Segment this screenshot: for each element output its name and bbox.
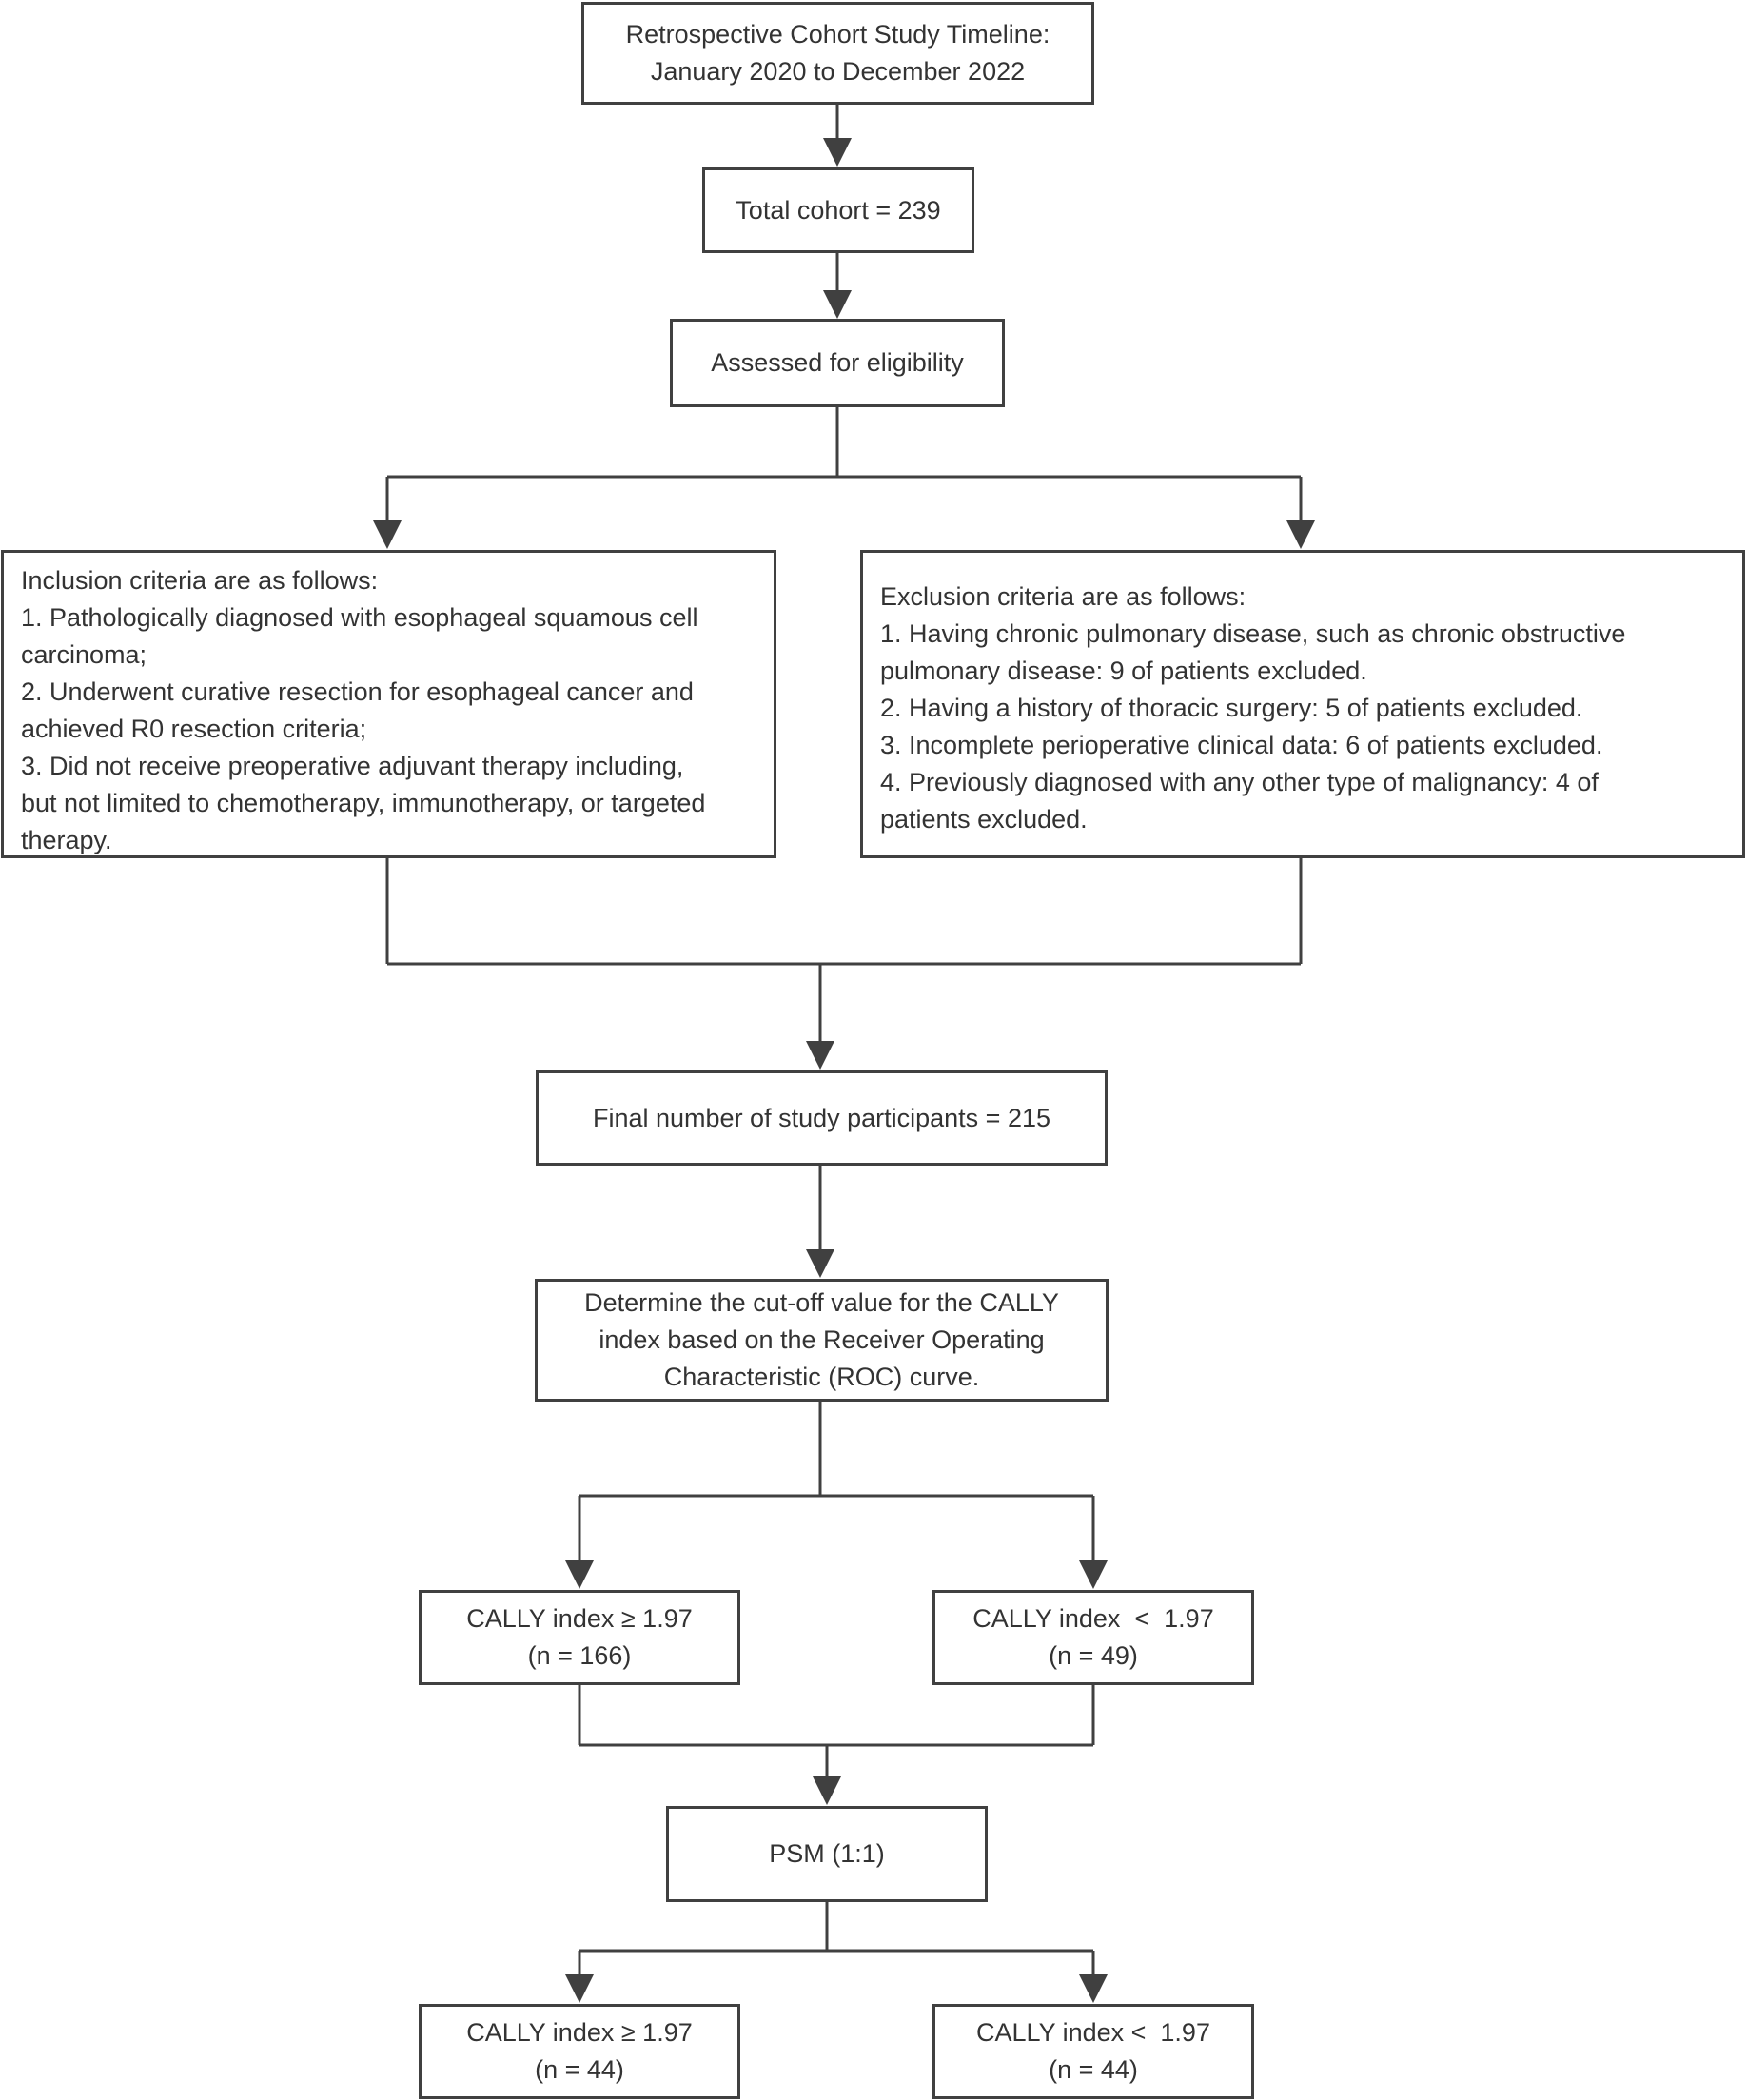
psm-box: PSM (1:1) (666, 1806, 988, 1902)
exclusion-line: 4. Previously diagnosed with any other t… (880, 768, 1599, 796)
eligibility-box: Assessed for eligibility (670, 319, 1005, 407)
cally-low-count: (n = 49) (1049, 1641, 1138, 1670)
cutoff-box: Determine the cut-off value for the CALL… (535, 1279, 1109, 1402)
cutoff-line: index based on the Receiver Operating (599, 1325, 1045, 1354)
inclusion-line: therapy. (21, 826, 112, 854)
exclusion-line: Exclusion criteria are as follows: (880, 582, 1246, 611)
matched-cally-high-box: CALLY index ≥ 1.97 (n = 44) (419, 2004, 740, 2099)
matched-cally-low-count: (n = 44) (1049, 2055, 1138, 2084)
cutoff-line: Determine the cut-off value for the CALL… (584, 1288, 1059, 1317)
psm-text: PSM (1:1) (769, 1839, 885, 1868)
matched-cally-high-label: CALLY index ≥ 1.97 (466, 2018, 693, 2047)
cally-low-label: CALLY index < 1.97 (972, 1604, 1214, 1633)
total-cohort-text: Total cohort = 239 (736, 195, 941, 225)
inclusion-line: carcinoma; (21, 640, 147, 669)
eligibility-text: Assessed for eligibility (711, 348, 964, 377)
cally-low-box: CALLY index < 1.97 (n = 49) (932, 1590, 1254, 1685)
final-participants-text: Final number of study participants = 215 (592, 1103, 1051, 1132)
final-participants-box: Final number of study participants = 215 (536, 1070, 1108, 1166)
timeline-line: January 2020 to December 2022 (650, 57, 1026, 86)
exclusion-criteria-box: Exclusion criteria are as follows: 1. Ha… (860, 550, 1745, 858)
inclusion-line: 2. Underwent curative resection for esop… (21, 677, 694, 706)
cally-high-label: CALLY index ≥ 1.97 (466, 1604, 693, 1633)
cally-high-box: CALLY index ≥ 1.97 (n = 166) (419, 1590, 740, 1685)
timeline-box: Retrospective Cohort Study Timeline: Jan… (581, 2, 1094, 105)
matched-cally-low-label: CALLY index < 1.97 (976, 2018, 1210, 2047)
total-cohort-box: Total cohort = 239 (702, 167, 974, 253)
matched-cally-low-box: CALLY index < 1.97 (n = 44) (932, 2004, 1254, 2099)
cutoff-line: Characteristic (ROC) curve. (663, 1363, 980, 1391)
timeline-line: Retrospective Cohort Study Timeline: (625, 20, 1050, 49)
inclusion-line: 3. Did not receive preoperative adjuvant… (21, 752, 684, 780)
inclusion-line: but not limited to chemotherapy, immunot… (21, 789, 706, 817)
exclusion-line: 2. Having a history of thoracic surgery:… (880, 694, 1583, 722)
inclusion-criteria-box: Inclusion criteria are as follows: 1. Pa… (1, 550, 776, 858)
exclusion-line: patients excluded. (880, 805, 1088, 834)
exclusion-line: 3. Incomplete perioperative clinical dat… (880, 731, 1603, 759)
matched-cally-high-count: (n = 44) (535, 2055, 624, 2084)
inclusion-line: 1. Pathologically diagnosed with esophag… (21, 603, 698, 632)
cally-high-count: (n = 166) (527, 1641, 632, 1670)
exclusion-line: 1. Having chronic pulmonary disease, suc… (880, 619, 1626, 648)
inclusion-line: Inclusion criteria are as follows: (21, 566, 379, 595)
exclusion-line: pulmonary disease: 9 of patients exclude… (880, 657, 1367, 685)
inclusion-line: achieved R0 resection criteria; (21, 715, 367, 743)
